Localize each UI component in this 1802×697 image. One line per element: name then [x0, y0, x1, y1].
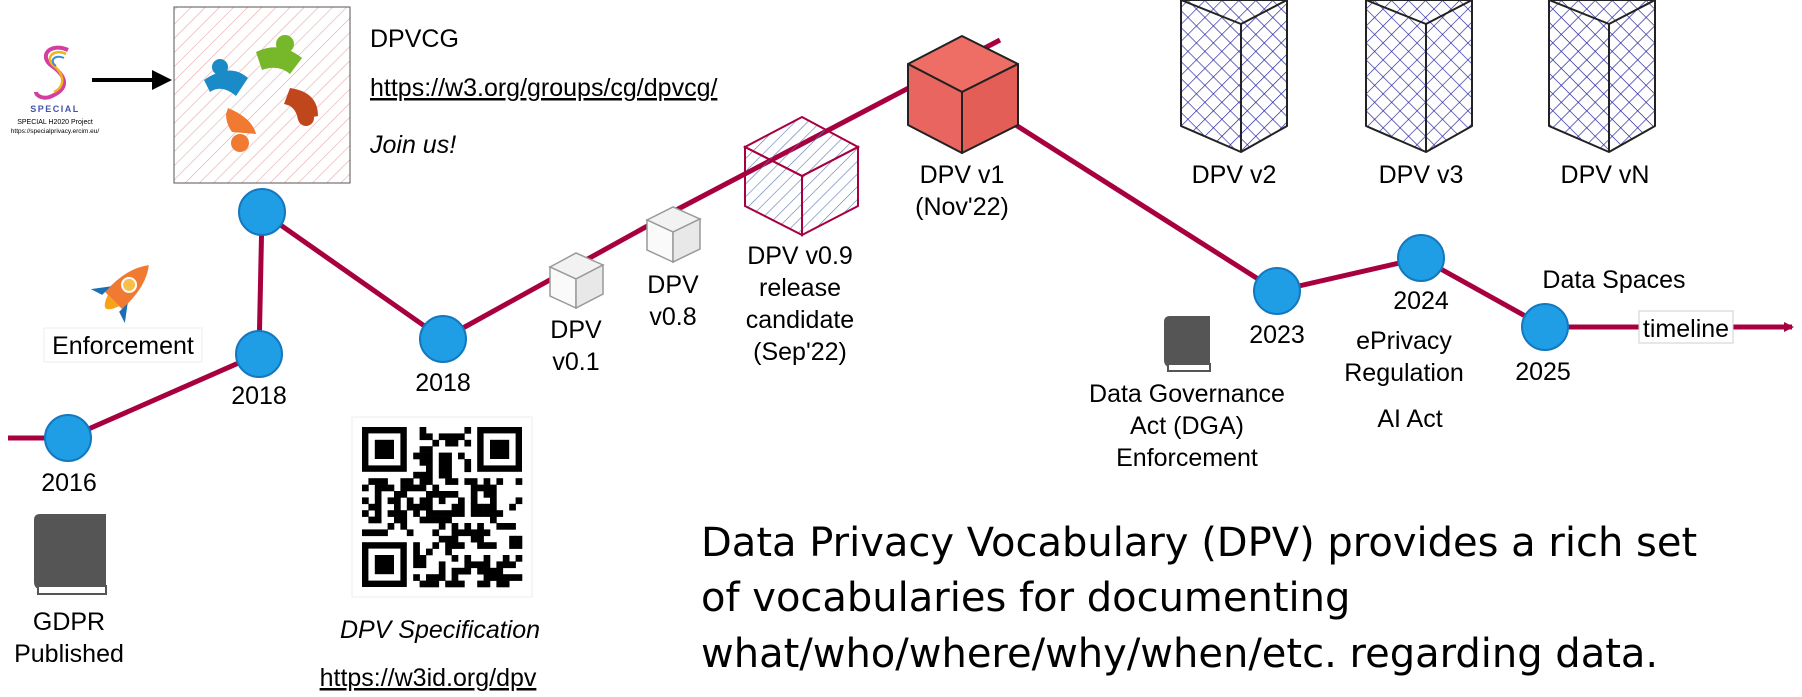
dpv-v1-line1: DPV v1 [920, 161, 1005, 189]
ai-act-label: AI Act [1377, 405, 1442, 433]
qr-code[interactable] [351, 416, 533, 598]
year-2024: 2024 [1393, 287, 1449, 315]
eprivacy-label-1: ePrivacy [1356, 327, 1452, 355]
pillar-dpv-vn [1548, 0, 1656, 153]
dpv-v2-label: DPV v2 [1192, 161, 1277, 189]
data-spaces-label: Data Spaces [1542, 266, 1685, 294]
pillar-dpv-v2 [1180, 0, 1288, 153]
dpv-v0-8-line2: v0.8 [649, 303, 696, 331]
special-logo: SPECIAL SPECIAL H2020 Project https://sp… [11, 45, 100, 135]
cube-dpv-v0-1 [548, 252, 605, 310]
description-line-3: what/who/where/why/when/etc. regarding d… [701, 631, 1658, 677]
dpv-v0-8-line1: DPV [647, 271, 699, 299]
node-2025[interactable] [1521, 303, 1569, 351]
year-2018-a: 2018 [231, 382, 287, 410]
dpv-v0-9-line1: DPV v0.9 [747, 242, 853, 270]
node-2016[interactable] [44, 414, 92, 462]
enforcement-label-box [43, 327, 203, 363]
dpvcg-title: DPVCG [370, 25, 459, 53]
node-2023[interactable] [1253, 267, 1301, 315]
dpvcg-logo [173, 6, 351, 184]
special-caption-2: https://specialprivacy.ercim.eu/ [11, 128, 100, 135]
spec-link[interactable]: https://w3id.org/dpv [320, 664, 537, 692]
dpv-v0-9-line2: release [759, 274, 841, 302]
dga-book-icon [1164, 316, 1211, 372]
node-dpvcg[interactable] [238, 188, 286, 236]
pillar-dpv-v3 [1365, 0, 1473, 153]
node-2018[interactable] [419, 315, 467, 363]
cube-dpv-v0-8 [645, 206, 702, 264]
qr-code-modules [362, 427, 523, 588]
special-logo-text: SPECIAL [30, 104, 80, 114]
node-2024[interactable] [1397, 234, 1445, 282]
dpv-vn-label: DPV vN [1561, 161, 1650, 189]
special-s-icon [34, 45, 69, 100]
join-us-text[interactable]: Join us! [369, 131, 456, 159]
year-2018-b: 2018 [415, 369, 471, 397]
dga-label-3: Enforcement [1116, 444, 1258, 472]
spec-title: DPV Specification [340, 616, 540, 644]
year-2016: 2016 [41, 469, 97, 497]
timeline-label-box [1638, 310, 1734, 344]
dga-label-1: Data Governance [1089, 380, 1285, 408]
timeline-label: timeline [1643, 315, 1729, 343]
dpvcg-link[interactable]: https://w3.org/groups/cg/dpvcg/ [370, 74, 717, 102]
gdpr-label-2: Published [14, 640, 124, 668]
dpv-v0-9-line3: candidate [746, 306, 854, 334]
dpv-v1-line2: (Nov'22) [915, 193, 1009, 221]
description-line-1: Data Privacy Vocabulary (DPV) provides a… [701, 520, 1697, 566]
dpv-v0-1-line1: DPV [550, 316, 602, 344]
dpv-v0-9-line4: (Sep'22) [753, 338, 847, 366]
timeline-nodes [44, 188, 1569, 462]
arrow-to-dpvcg [92, 70, 172, 90]
description-line-2: of vocabularies for documenting [701, 575, 1350, 621]
year-2023: 2023 [1249, 321, 1305, 349]
cube-dpv-v0-9 [742, 115, 861, 237]
dpv-v3-label: DPV v3 [1379, 161, 1464, 189]
gdpr-label-1: GDPR [33, 608, 105, 636]
gdpr-book-icon [34, 514, 107, 595]
node-2018-enforcement[interactable] [235, 330, 283, 378]
cube-dpv-v1 [907, 35, 1019, 154]
eprivacy-label-2: Regulation [1344, 359, 1464, 387]
dpv-v0-1-line2: v0.1 [552, 348, 599, 376]
dga-label-2: Act (DGA) [1130, 412, 1244, 440]
year-2025: 2025 [1515, 358, 1571, 386]
enforcement-label: Enforcement [52, 332, 194, 360]
rocket-icon [90, 265, 149, 324]
special-caption-1: SPECIAL H2020 Project [17, 119, 93, 126]
